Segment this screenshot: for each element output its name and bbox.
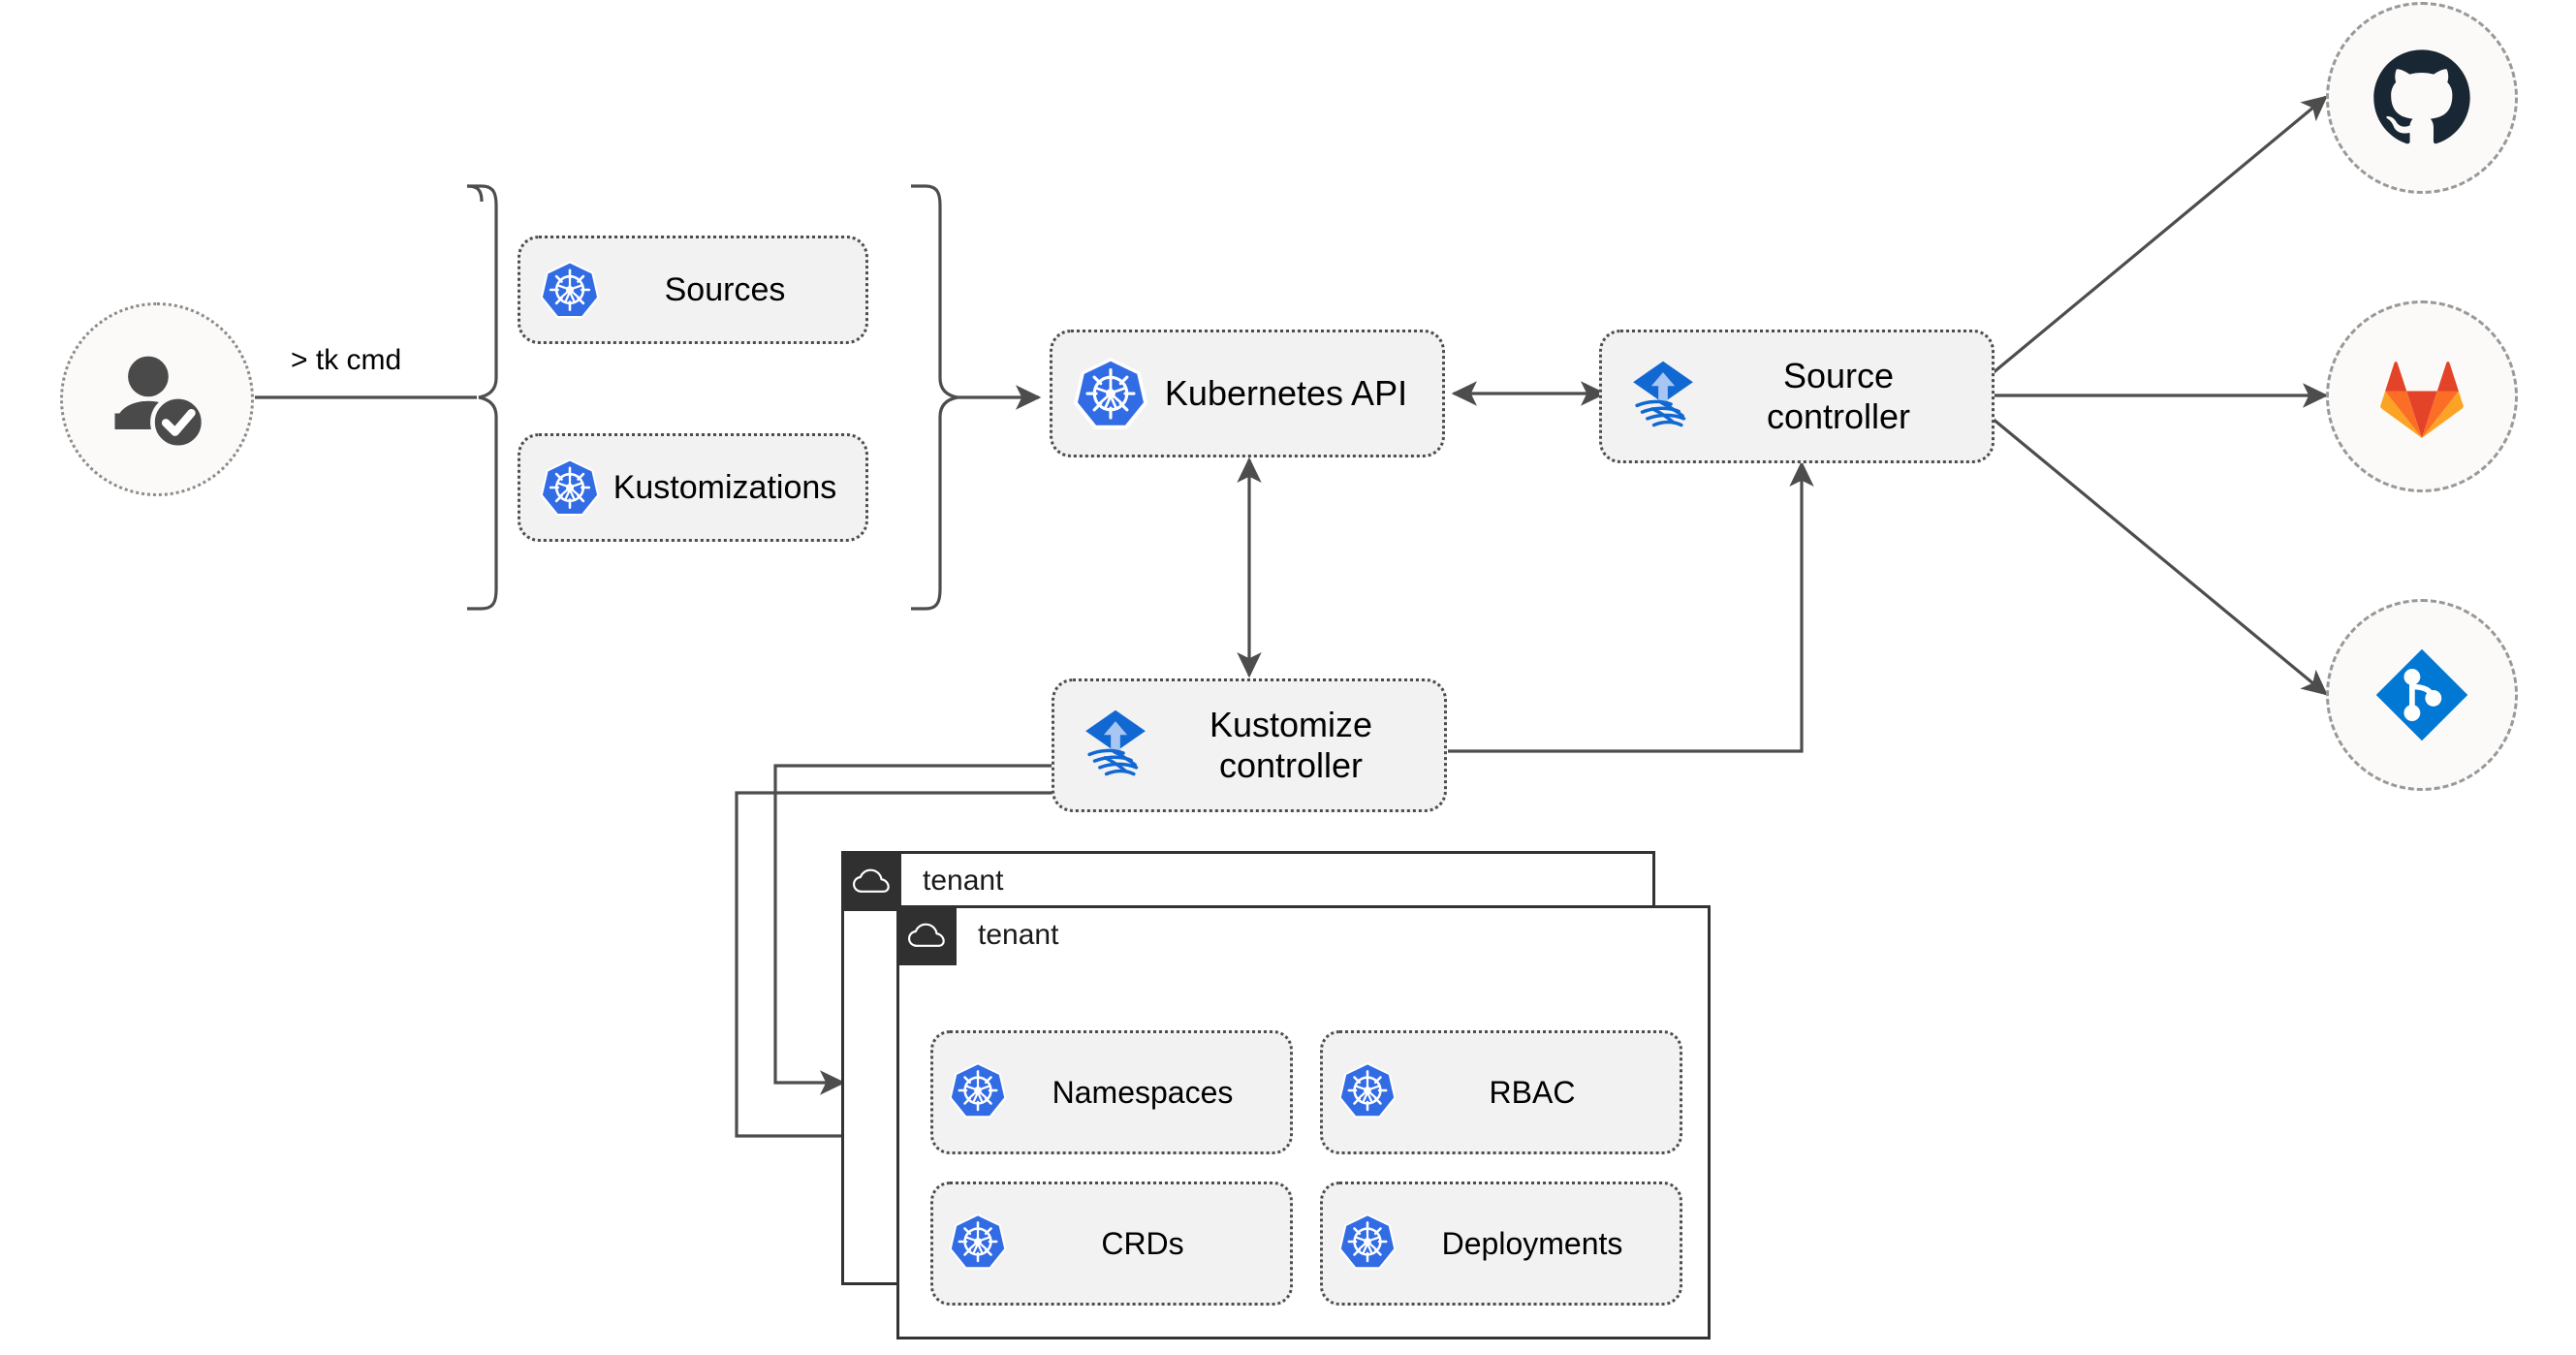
node-kustomize-controller[interactable]: Kustomize controller	[1052, 678, 1447, 812]
tenant-box-inner[interactable]: tenant	[896, 905, 1711, 1339]
brace-right	[911, 184, 958, 611]
node-label: Kustomize controller	[1209, 704, 1373, 785]
resource-label: CRDs	[1101, 1225, 1184, 1261]
command-label: > tk cmd	[291, 344, 402, 376]
flux-icon	[1074, 704, 1157, 787]
kubernetes-icon	[538, 258, 602, 322]
kubernetes-icon	[1336, 1211, 1398, 1277]
wire-source-to-github	[1991, 95, 2328, 375]
provider-gitlab[interactable]	[2326, 300, 2518, 492]
brace-left-top-tip	[466, 184, 484, 203]
resource-label: RBAC	[1489, 1074, 1576, 1110]
resource-deployments[interactable]: Deployments	[1320, 1182, 1682, 1306]
node-kubernetes-api[interactable]: Kubernetes API	[1050, 330, 1445, 457]
tenant-label: tenant	[923, 865, 1004, 897]
tenant-resource-grid: Namespaces	[930, 1030, 1682, 1306]
azure-repos-icon	[2375, 648, 2468, 741]
github-icon	[2373, 49, 2470, 144]
node-label: Sources	[664, 270, 786, 308]
resource-label: Deployments	[1441, 1225, 1623, 1261]
node-kustomizations[interactable]: Kustomizations	[518, 433, 868, 542]
cloud-icon	[896, 905, 957, 965]
wire-kustomize-to-source	[1448, 460, 1814, 753]
resource-label: Namespaces	[1052, 1074, 1234, 1110]
flux-icon	[1621, 355, 1705, 438]
wire-source-to-azure	[1991, 417, 2328, 696]
cloud-icon	[841, 851, 901, 911]
tenant-tab: tenant	[896, 905, 1058, 965]
user-check-icon	[114, 356, 206, 451]
actor-operator	[60, 302, 254, 496]
kubernetes-icon	[1336, 1059, 1398, 1126]
resource-rbac[interactable]: RBAC	[1320, 1030, 1682, 1154]
node-label: Kubernetes API	[1164, 372, 1408, 413]
resource-namespaces[interactable]: Namespaces	[930, 1030, 1293, 1154]
gitlab-icon	[2380, 362, 2464, 438]
tenant-label: tenant	[978, 919, 1059, 951]
provider-github[interactable]	[2326, 2, 2518, 194]
kubernetes-icon	[947, 1211, 1009, 1277]
kubernetes-icon	[1072, 355, 1149, 432]
resource-crds[interactable]: CRDs	[930, 1182, 1293, 1306]
node-sources[interactable]: Sources	[518, 236, 868, 344]
kubernetes-icon	[947, 1059, 1009, 1126]
node-source-controller[interactable]: Source controller	[1599, 330, 1995, 463]
brace-left	[467, 184, 498, 611]
node-label: Kustomizations	[613, 468, 837, 506]
node-label: Source controller	[1766, 355, 1911, 436]
tenant-tab: tenant	[841, 851, 1003, 911]
kubernetes-icon	[538, 456, 602, 520]
provider-azure-repos[interactable]	[2326, 599, 2518, 791]
